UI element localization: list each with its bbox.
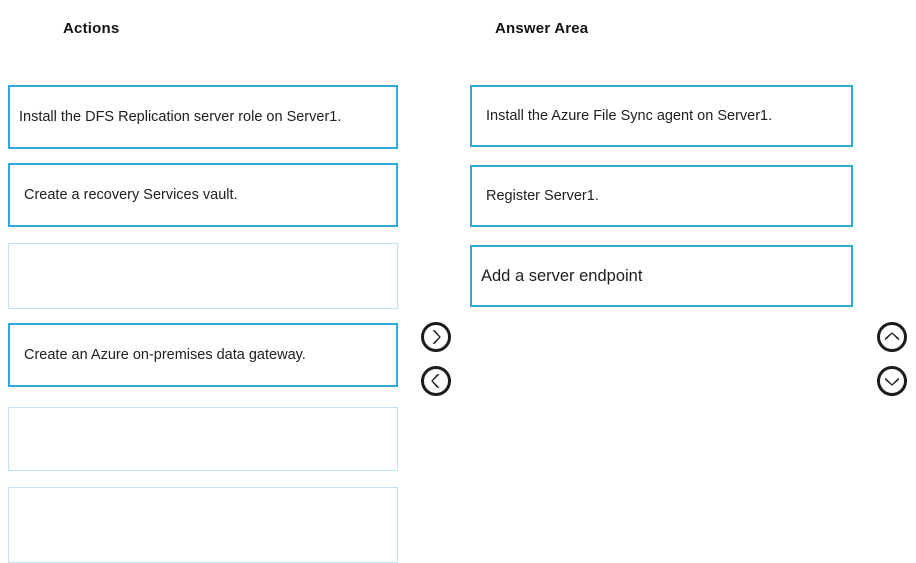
- answer-area-column-title: Answer Area: [495, 20, 589, 37]
- action-item-empty[interactable]: [8, 243, 398, 309]
- answer-item[interactable]: Register Server1.: [470, 165, 853, 227]
- action-item-label: Create an Azure on-premises data gateway…: [24, 346, 306, 363]
- answer-item[interactable]: Add a server endpoint: [470, 245, 853, 307]
- chevron-down-icon-button[interactable]: [877, 366, 907, 396]
- answer-item-label: Add a server endpoint: [481, 266, 643, 285]
- answer-item-label: Install the Azure File Sync agent on Ser…: [486, 107, 773, 124]
- answer-item[interactable]: Install the Azure File Sync agent on Ser…: [470, 85, 853, 147]
- action-item[interactable]: Create a recovery Services vault.: [8, 163, 398, 227]
- action-item-empty[interactable]: [8, 407, 398, 471]
- chevron-up-icon-button[interactable]: [877, 322, 907, 352]
- action-item[interactable]: Install the DFS Replication server role …: [8, 85, 398, 149]
- action-item-label: Install the DFS Replication server role …: [19, 108, 342, 125]
- actions-column-title: Actions: [63, 20, 120, 37]
- action-item-label: Create a recovery Services vault.: [24, 186, 238, 203]
- action-item[interactable]: Create an Azure on-premises data gateway…: [8, 323, 398, 387]
- answer-item-label: Register Server1.: [486, 187, 599, 204]
- chevron-right-icon-button[interactable]: [421, 322, 451, 352]
- chevron-left-icon-button[interactable]: [421, 366, 451, 396]
- action-item-empty[interactable]: [8, 487, 398, 563]
